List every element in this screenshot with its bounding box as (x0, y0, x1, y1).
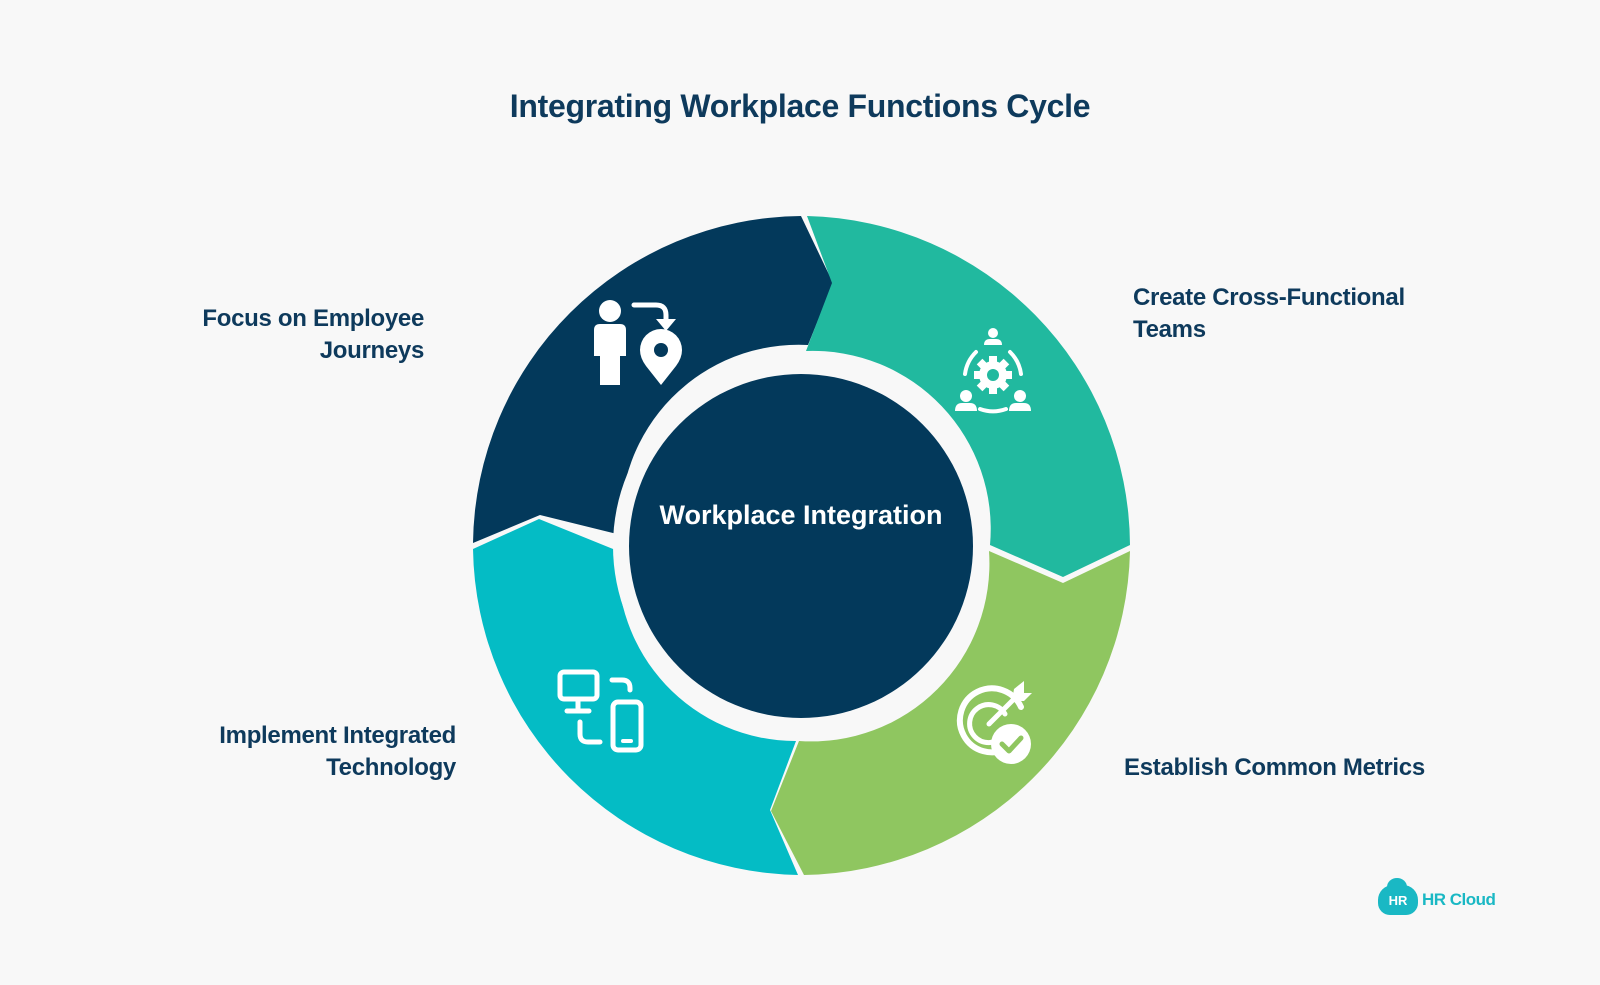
segment-employee-journeys (473, 216, 833, 543)
label-cross-functional-teams: Create Cross-Functional Teams (1133, 282, 1493, 346)
label-line: Implement Integrated (219, 722, 456, 749)
label-line: Teams (1133, 316, 1206, 343)
logo-text: HR Cloud (1422, 890, 1496, 909)
label-common-metrics: Establish Common Metrics (1124, 752, 1484, 784)
team-gear-icon (955, 328, 1031, 414)
center-label: Workplace Integration (659, 500, 942, 530)
label-line: Focus on Employee (202, 305, 424, 332)
person-map-pin-icon (594, 300, 682, 385)
cloud-icon: HR (1378, 878, 1418, 915)
label-line: Journeys (319, 337, 425, 364)
label-line: Establish Common Metrics (1124, 754, 1425, 781)
brand-logo: HR HR Cloud (1378, 878, 1496, 916)
label-employee-journeys: Focus on Employee Journeys (150, 303, 424, 367)
segment-integrated-technology (473, 519, 798, 875)
label-line: Technology (326, 754, 456, 781)
segment-common-metrics (771, 551, 1130, 875)
label-integrated-technology: Implement Integrated Technology (160, 720, 456, 784)
diagram-title: Integrating Workplace Functions Cycle (509, 88, 1091, 124)
target-check-icon (956, 681, 1032, 764)
center-circle (629, 374, 973, 718)
computer-phone-icon (557, 669, 644, 753)
label-line: Create Cross-Functional (1133, 284, 1405, 311)
logo-badge: HR (1388, 892, 1408, 908)
